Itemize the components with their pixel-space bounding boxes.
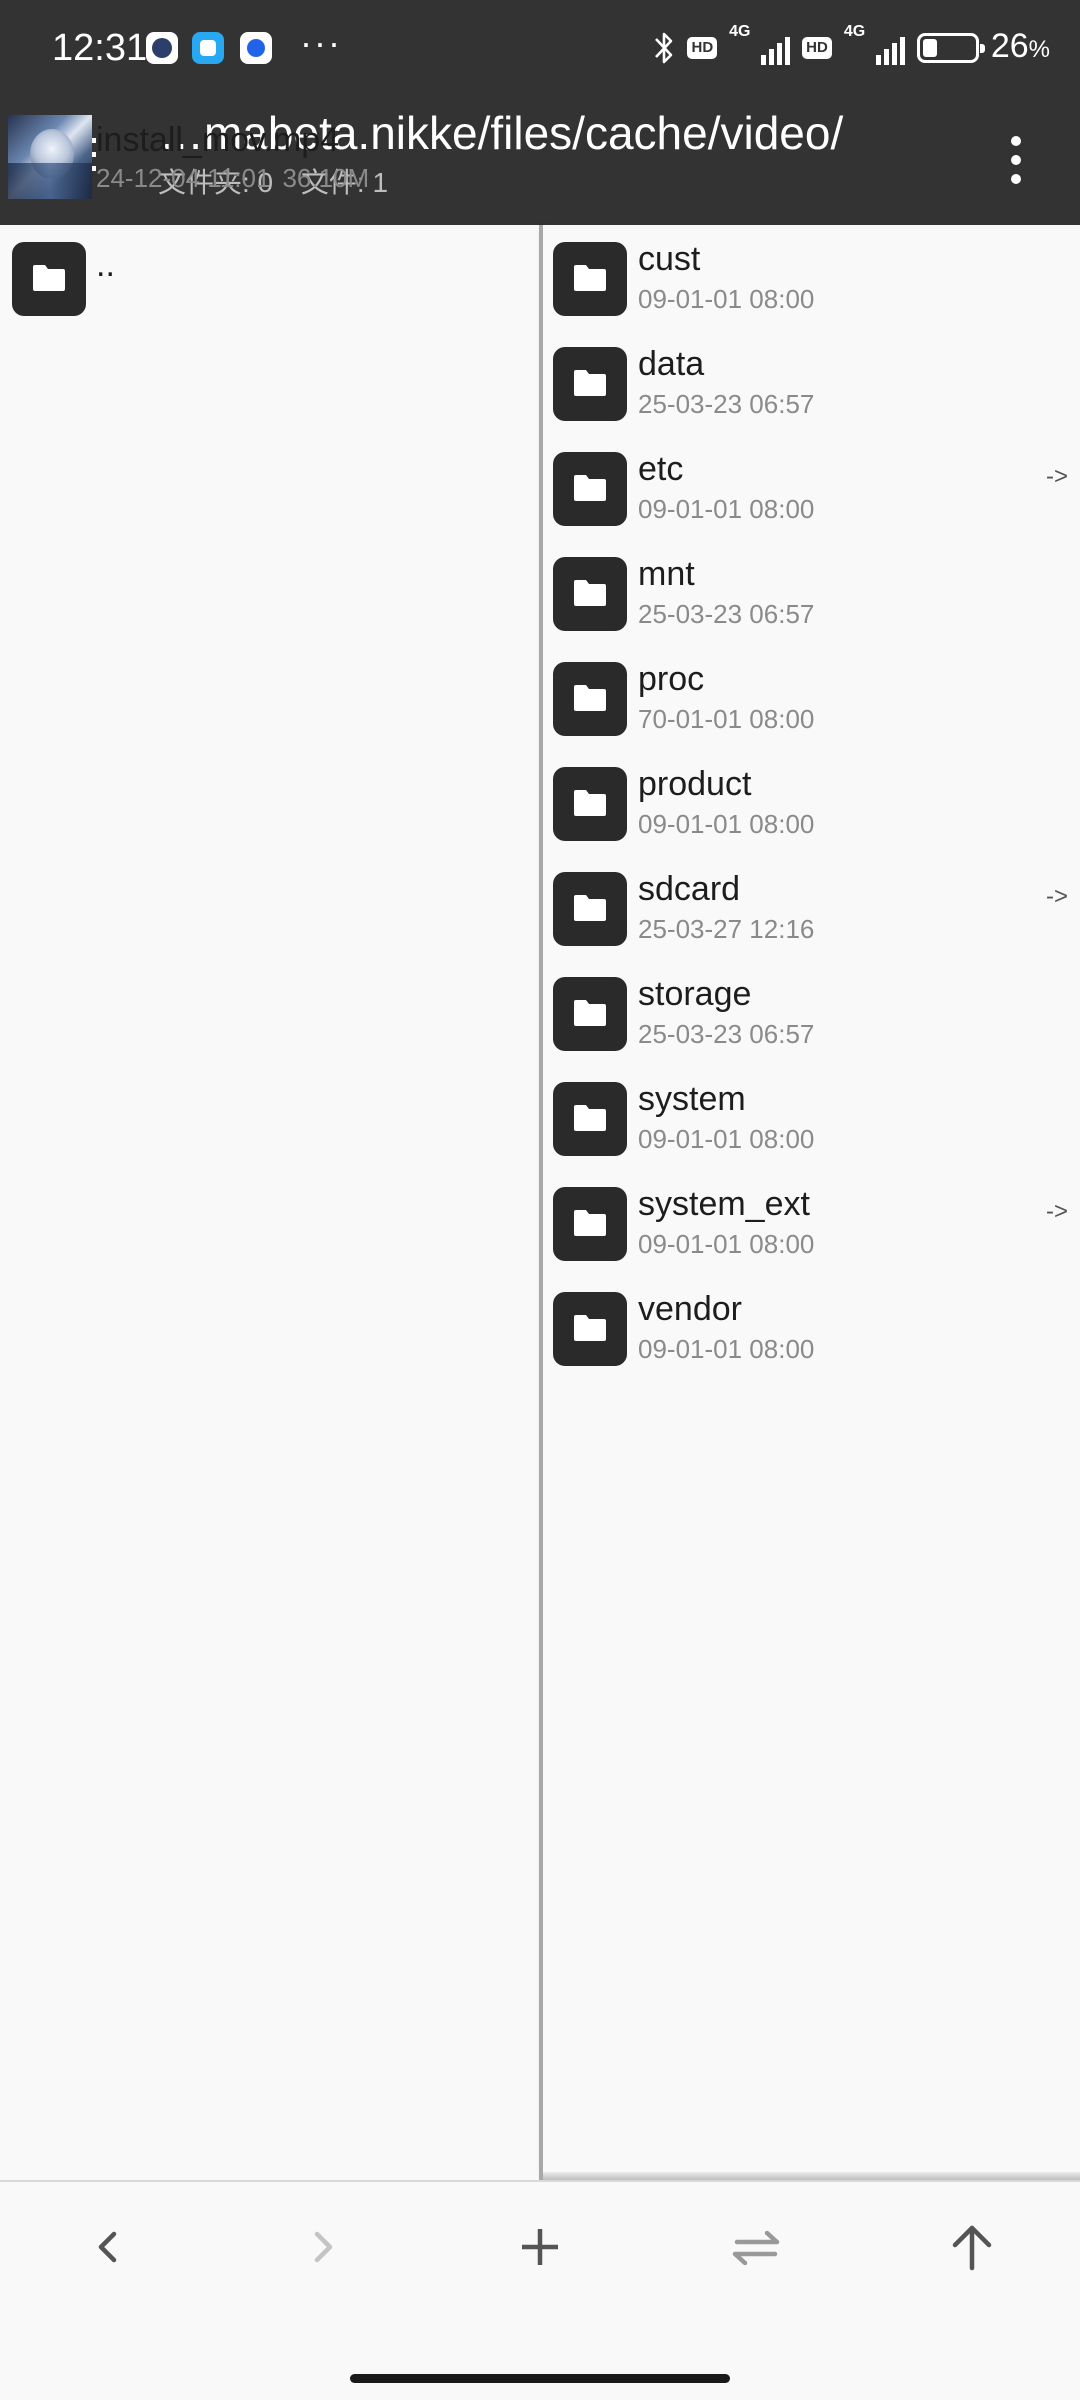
file-count: 文件: 1 xyxy=(300,167,389,198)
signal-icon: 4G xyxy=(729,23,791,65)
folder-date: 09-01-01 08:00 xyxy=(638,809,815,839)
folder-icon xyxy=(553,872,627,946)
folder-name: storage xyxy=(638,975,752,1013)
folder-row-vendor[interactable]: vendor 09-01-01 08:00 xyxy=(543,1275,1080,1380)
back-button[interactable] xyxy=(72,2212,142,2282)
up-icon xyxy=(952,2225,992,2271)
item-name: .. xyxy=(96,246,115,284)
folder-icon xyxy=(553,1082,627,1156)
folder-date: 70-01-01 08:00 xyxy=(638,704,815,734)
top-app-bar: …mabeta.nikke/files/cache/video/ 文件夹: 0 … xyxy=(0,90,1080,225)
item-date: 24-12-04 11:01 xyxy=(96,163,271,193)
folder-row-mnt[interactable]: mnt 25-03-23 06:57 xyxy=(543,540,1080,645)
pane-bottom-edge xyxy=(543,2172,1080,2180)
hd-badge: HD xyxy=(687,37,718,59)
video-thumbnail xyxy=(8,115,92,199)
folder-date: 25-03-23 06:57 xyxy=(638,389,815,419)
folder-row-sdcard[interactable]: sdcard 25-03-27 12:16 -> xyxy=(543,855,1080,960)
folder-row-cust[interactable]: cust 09-01-01 08:00 xyxy=(543,225,1080,330)
item-name: install_mov.mp4 xyxy=(96,121,340,159)
item-meta: 24-12-04 11:01 36.10M xyxy=(96,163,369,193)
status-bar: 12:31 ··· HD 4G HD 4G xyxy=(0,0,1080,90)
status-time: 12:31 xyxy=(52,27,148,69)
folder-icon xyxy=(553,662,627,736)
network-type-label: 4G xyxy=(729,23,751,40)
folder-date: 09-01-01 08:00 xyxy=(638,1229,815,1259)
folder-icon xyxy=(553,767,627,841)
signal-icon-2: 4G xyxy=(844,23,905,65)
add-button[interactable] xyxy=(505,2212,575,2282)
folder-icon xyxy=(553,452,627,526)
folder-name: sdcard xyxy=(638,870,741,908)
up-directory-button[interactable] xyxy=(937,2212,1007,2282)
battery-percent: 26% xyxy=(990,27,1050,65)
path-summary: 文件夹: 0 文件: 1 xyxy=(158,166,388,200)
folder-name: system_ext xyxy=(638,1185,810,1223)
current-path: …mabeta.nikke/files/cache/video/ xyxy=(158,107,844,159)
folder-icon xyxy=(553,1187,627,1261)
folder-date: 09-01-01 08:00 xyxy=(638,494,815,524)
hd-badge-2: HD xyxy=(802,37,832,59)
folder-name: data xyxy=(638,345,705,383)
folder-date: 25-03-27 12:16 xyxy=(638,914,815,944)
folder-date: 25-03-23 06:57 xyxy=(638,599,815,629)
folder-icon xyxy=(553,557,627,631)
folder-name: etc xyxy=(638,450,684,488)
folder-icon xyxy=(12,242,86,316)
battery-icon xyxy=(916,33,985,63)
bottom-toolbar xyxy=(0,2180,1080,2310)
folder-count: 文件夹: 0 xyxy=(158,167,274,198)
symlink-indicator: -> xyxy=(1045,463,1068,490)
folder-row-data[interactable]: data 25-03-23 06:57 xyxy=(543,330,1080,435)
back-icon xyxy=(98,2231,117,2263)
swap-panes-button[interactable] xyxy=(721,2212,791,2282)
forward-icon xyxy=(314,2231,333,2263)
folder-date: 09-01-01 08:00 xyxy=(638,284,815,314)
folder-name: product xyxy=(638,765,752,803)
pane-divider[interactable] xyxy=(539,225,543,2180)
add-icon xyxy=(522,2229,558,2265)
folder-name: mnt xyxy=(638,555,695,593)
folder-row-system[interactable]: system 09-01-01 08:00 xyxy=(543,1065,1080,1170)
folder-row-proc[interactable]: proc 70-01-01 08:00 xyxy=(543,645,1080,750)
folder-icon xyxy=(553,347,627,421)
folder-date: 25-03-23 06:57 xyxy=(638,1019,815,1049)
symlink-indicator: -> xyxy=(1045,883,1068,910)
more-options-icon[interactable] xyxy=(1000,130,1030,190)
list-item-video-file[interactable]: install_mov.mp4 24-12-04 11:01 36.10M xyxy=(0,115,540,435)
folder-name: proc xyxy=(638,660,705,698)
folder-row-system-ext[interactable]: system_ext 09-01-01 08:00 -> xyxy=(543,1170,1080,1275)
home-indicator[interactable] xyxy=(350,2374,730,2383)
folder-name: vendor xyxy=(638,1290,742,1328)
more-notifications-icon: ··· xyxy=(300,22,342,63)
item-size: 36.10M xyxy=(282,163,370,193)
folder-date: 09-01-01 08:00 xyxy=(638,1334,815,1364)
forward-button[interactable] xyxy=(289,2212,359,2282)
bluetooth-icon xyxy=(655,32,673,64)
folder-row-etc[interactable]: etc 09-01-01 08:00 -> xyxy=(543,435,1080,540)
folder-icon xyxy=(553,977,627,1051)
folder-name: system xyxy=(638,1080,746,1118)
network-type-label-2: 4G xyxy=(843,23,866,40)
folder-name: cust xyxy=(638,240,701,278)
message-app-icon xyxy=(192,32,224,64)
folder-icon xyxy=(553,242,627,316)
folder-row-product[interactable]: product 09-01-01 08:00 xyxy=(543,750,1080,855)
right-pane: cust 09-01-01 08:00 data 25-03-23 06:57 etc 0… xyxy=(543,225,1080,2180)
list-item-parent-folder[interactable]: .. xyxy=(0,225,540,330)
symlink-indicator: -> xyxy=(1045,1198,1068,1225)
left-pane: .. install_mov.mp4 24-12-04 11:01 36.10M xyxy=(0,115,540,2180)
swap-icon xyxy=(732,2230,780,2266)
folder-date: 09-01-01 08:00 xyxy=(638,1124,815,1154)
folder-row-storage[interactable]: storage 25-03-23 06:57 xyxy=(543,960,1080,1065)
folder-icon xyxy=(553,1292,627,1366)
browser-app-icon xyxy=(240,32,272,64)
app-notification-icon xyxy=(146,32,178,64)
status-indicators: HD 4G HD 4G 26% xyxy=(653,23,1050,70)
